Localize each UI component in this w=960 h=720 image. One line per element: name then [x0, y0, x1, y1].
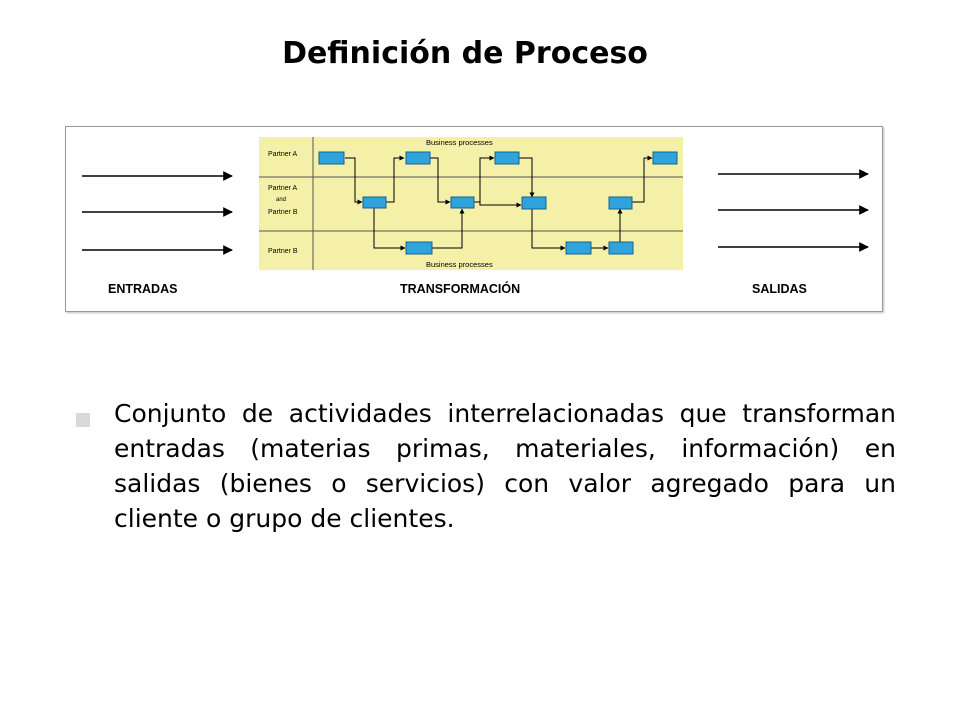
connector: [345, 157, 363, 205]
definition-text: Conjunto de actividades interrelacionada…: [114, 399, 896, 533]
lane-label-partner-ab-3: Partner B: [268, 209, 298, 216]
activity-box: [608, 196, 633, 210]
activity-box: [521, 196, 547, 210]
top-process-label: Business processes: [426, 138, 493, 147]
connector: [632, 155, 653, 203]
connector: [518, 157, 535, 198]
connector: [386, 155, 405, 203]
section-label-inputs: ENTRADAS: [108, 282, 177, 296]
section-label-outputs: SALIDAS: [752, 282, 807, 296]
lane-label-partner-ab-1: Partner A: [268, 185, 298, 192]
connector: [531, 209, 566, 251]
connector: [432, 208, 465, 249]
activity-box: [565, 241, 592, 255]
slide-title: Definición de Proceso: [282, 36, 648, 71]
lane-label-partner-ab-2: and: [276, 197, 286, 203]
bullet-marker: [76, 413, 90, 427]
activity-box: [318, 151, 345, 165]
activity-box: [450, 196, 475, 209]
business-process-panel: Business processes Business processes Pa…: [259, 137, 683, 270]
definition-bullet: Conjunto de actividades interrelacionada…: [76, 396, 896, 536]
connector: [373, 208, 406, 251]
activity-box: [362, 196, 387, 209]
activity-box: [652, 151, 678, 165]
process-diagram-svg: Business processes Business processes Pa…: [82, 137, 869, 296]
process-diagram: Business processes Business processes Pa…: [65, 126, 883, 312]
lane-label-partner-b: Partner B: [268, 248, 298, 255]
activity-box: [405, 241, 433, 255]
connector: [430, 157, 451, 205]
activity-box: [405, 151, 431, 165]
section-label-transformation: TRANSFORMACIÓN: [400, 281, 520, 296]
bottom-process-label: Business processes: [426, 260, 493, 269]
lane-label-partner-a: Partner A: [268, 151, 298, 158]
activity-box: [608, 241, 634, 255]
connector: [474, 201, 522, 208]
activity-box: [494, 151, 520, 165]
